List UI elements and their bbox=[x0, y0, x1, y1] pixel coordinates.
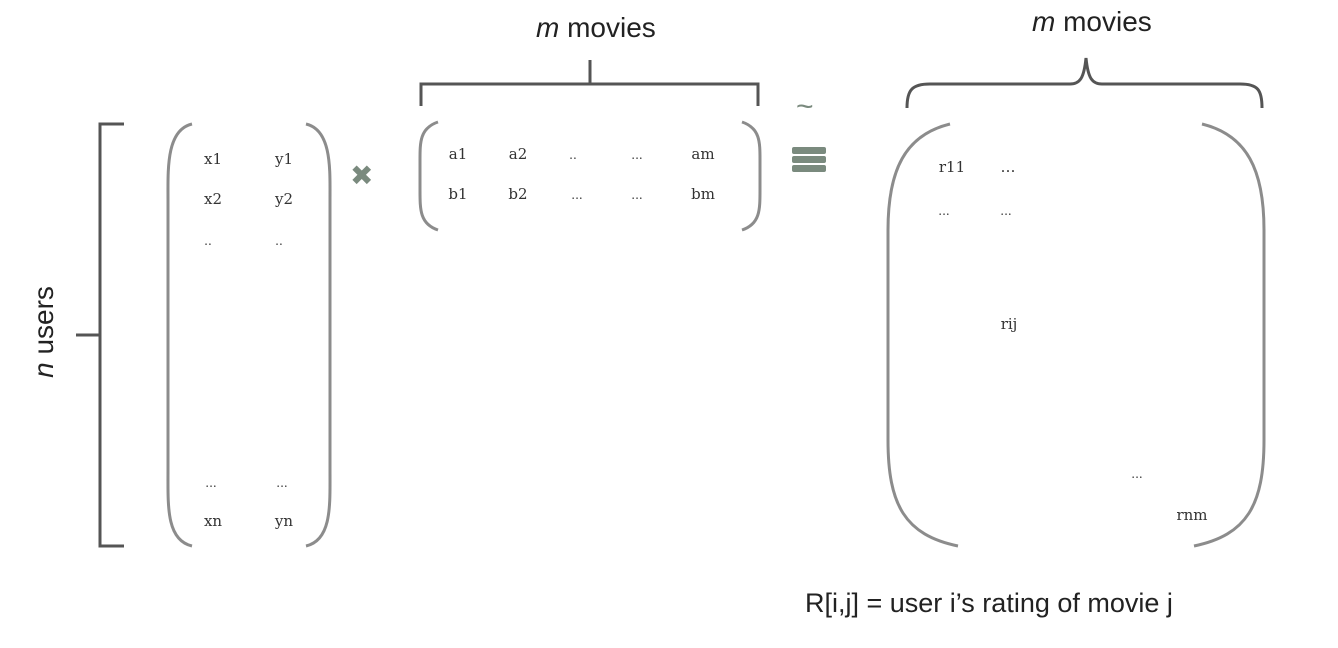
rating-cell: ... bbox=[938, 204, 950, 218]
movie-cell: bm bbox=[691, 185, 715, 203]
movies-brace-2 bbox=[905, 57, 1264, 109]
user-cell: .. bbox=[275, 234, 283, 248]
user-cell: y2 bbox=[274, 190, 294, 208]
movie-cell: am bbox=[691, 145, 715, 163]
user-cell: xn bbox=[203, 512, 223, 530]
rating-cell-rnm: rnm bbox=[1176, 506, 1208, 524]
movie-cell: b1 bbox=[448, 185, 468, 203]
rating-matrix-right-paren bbox=[1193, 122, 1266, 548]
multiply-icon: ✖ bbox=[350, 161, 374, 192]
user-cell: x2 bbox=[203, 190, 223, 208]
movie-cell: a1 bbox=[448, 145, 468, 163]
movie-cell: ... bbox=[631, 188, 643, 202]
movies-label-2: m movies bbox=[1032, 6, 1152, 37]
user-cell: y1 bbox=[274, 150, 294, 168]
user-matrix-left-paren bbox=[166, 122, 193, 548]
caption: R[i,j] = user i’s rating of movie j bbox=[805, 588, 1173, 618]
movie-cell: a2 bbox=[508, 145, 528, 163]
user-cell: yn bbox=[274, 512, 294, 530]
users-label: n users bbox=[28, 286, 59, 378]
movie-matrix-left-paren bbox=[418, 120, 439, 232]
movie-matrix-right-paren bbox=[741, 120, 762, 232]
users-bracket bbox=[76, 122, 124, 548]
movies-label-1: m movies bbox=[536, 12, 656, 43]
movie-cell: ... bbox=[631, 148, 643, 162]
user-cell: ... bbox=[276, 476, 288, 490]
rating-cell: … bbox=[1000, 158, 1016, 176]
movie-cell: .. bbox=[569, 148, 577, 162]
rating-cell: ... bbox=[1000, 204, 1012, 218]
movies-brace-1 bbox=[419, 60, 760, 106]
user-matrix-right-paren bbox=[305, 122, 332, 548]
approx-tilde: ~ bbox=[796, 90, 814, 123]
user-cell: .. bbox=[204, 234, 212, 248]
rating-matrix-left-paren bbox=[886, 122, 959, 548]
user-cell: x1 bbox=[203, 150, 223, 168]
rating-cell-rij: rij bbox=[1000, 315, 1018, 333]
movie-cell: ... bbox=[571, 188, 583, 202]
user-cell: ... bbox=[205, 476, 217, 490]
rating-cell: ... bbox=[1131, 467, 1143, 481]
rating-cell: r11 bbox=[938, 158, 966, 176]
movie-cell: b2 bbox=[508, 185, 528, 203]
